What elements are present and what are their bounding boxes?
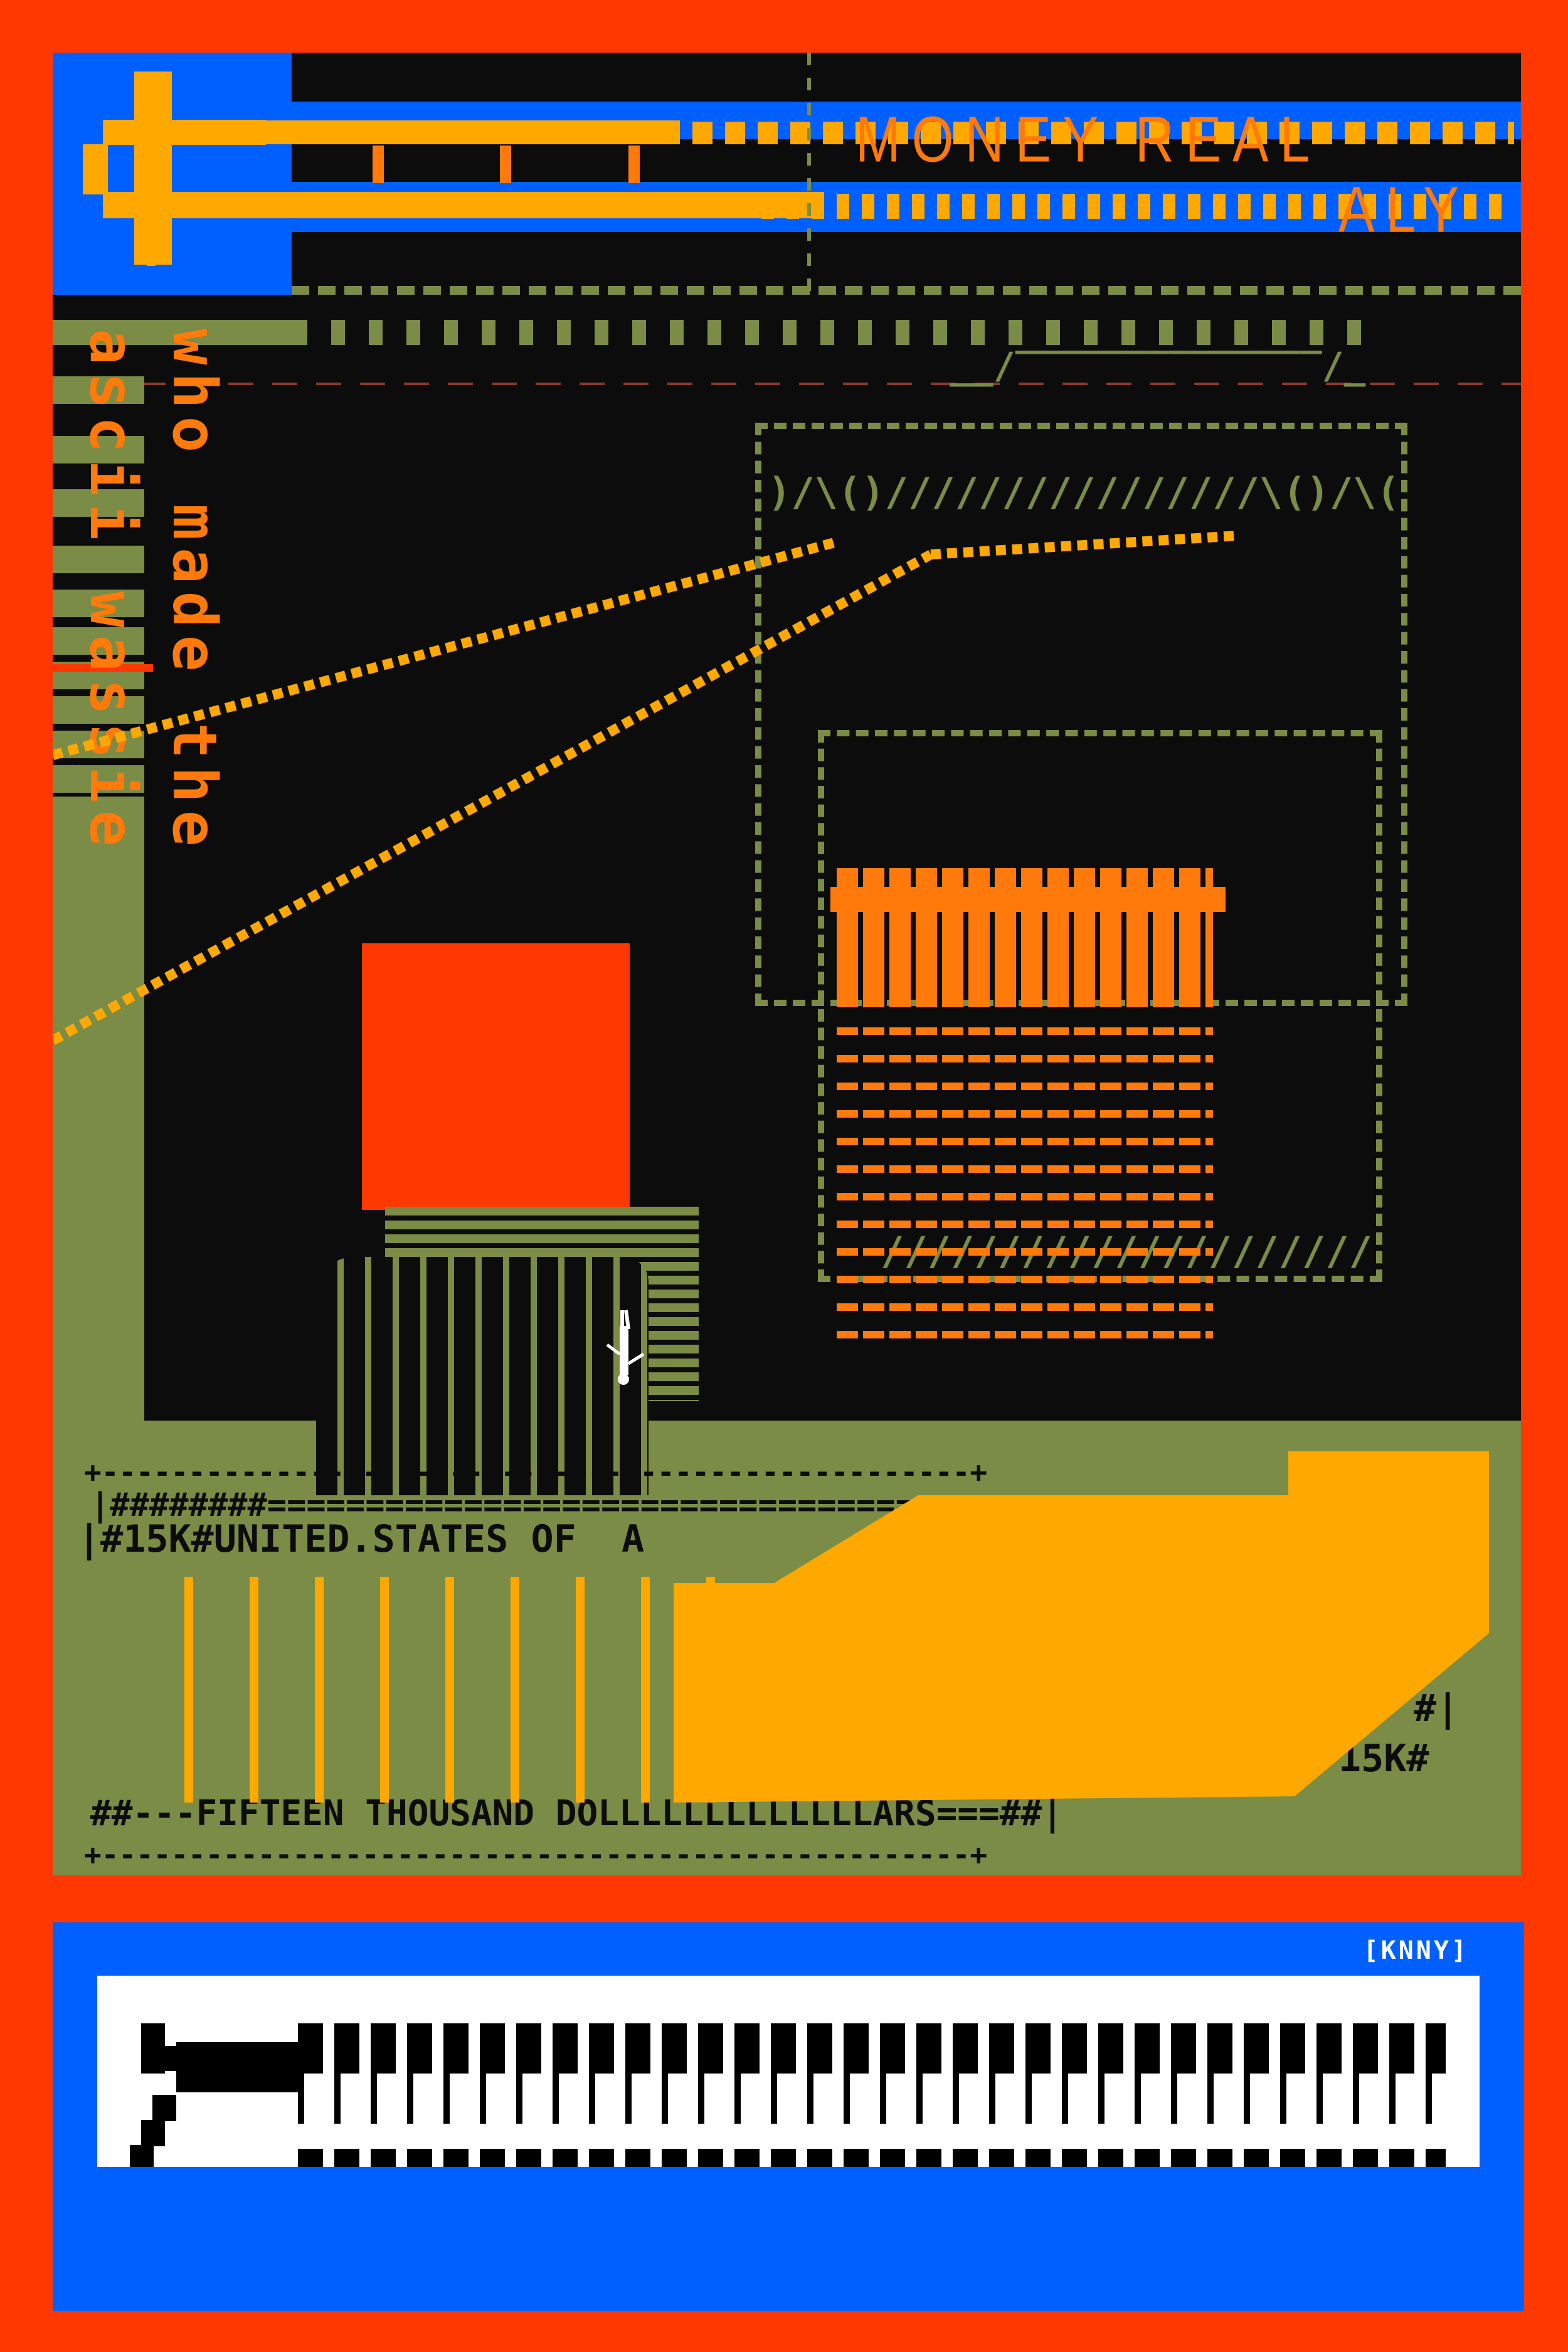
orange-drip xyxy=(373,146,384,183)
barcode-row-bottom xyxy=(298,2149,1446,2167)
signature-label: [KNNY] xyxy=(1363,1936,1469,1965)
dotted-diagonals xyxy=(53,531,1239,1045)
header-text-aly: ALY xyxy=(1338,174,1471,246)
orange-drip xyxy=(628,146,640,183)
vertical-text-who-made-the: who made the xyxy=(159,329,230,854)
olive-strip xyxy=(53,320,294,345)
signature-panel: [KNNY] xyxy=(53,1922,1524,2311)
amber-stripes xyxy=(128,1577,743,1803)
red-marker xyxy=(53,664,153,672)
artwork-panel: MONEY REAL ALY ascii wassie who made the… xyxy=(53,53,1521,1875)
banknote-top-border: +---------------------------------------… xyxy=(84,1455,988,1489)
ascii-pattern-top: )/\()////////////////\()/\( xyxy=(768,469,1400,515)
signature-glyph-box xyxy=(97,1976,1480,2167)
header-dash-row-1 xyxy=(366,122,1514,144)
banknote-title-row: |#15K#UNITED.STATES OF A xyxy=(78,1517,645,1561)
orange-drip xyxy=(500,146,511,183)
banknote-hash-right: #| xyxy=(1414,1687,1459,1730)
vertical-text-ascii-wassie: ascii wassie xyxy=(77,329,147,854)
wave-tunnel xyxy=(316,1257,649,1495)
dashed-guide-vertical xyxy=(807,53,811,304)
orange-dash-rows xyxy=(837,1000,1213,1351)
barcode-row-middle xyxy=(298,2074,1446,2124)
glyph-block xyxy=(141,2023,165,2074)
header-dash-row-2 xyxy=(761,194,1502,219)
cross-glyph-arm-bottom xyxy=(103,192,824,218)
dashed-guide-horizontal xyxy=(292,286,1521,295)
banknote-bottom-border: +---------------------------------------… xyxy=(84,1838,988,1872)
header-text-money-real: MONEY REAL xyxy=(856,103,1322,176)
orange-comb-teeth xyxy=(837,868,1213,1000)
olive-tick-row xyxy=(294,320,1372,345)
cross-glyph-left xyxy=(83,144,108,194)
cross-glyph-stem xyxy=(134,72,172,265)
barcode-row-top xyxy=(298,2023,1446,2074)
falling-figure-icon xyxy=(606,1310,645,1385)
red-square xyxy=(362,943,630,1210)
red-dashed-line xyxy=(53,383,1521,385)
ascii-lid: __/‾‾‾‾‾‾‾‾‾‾‾‾‾‾/_ xyxy=(950,344,1366,387)
amber-shape xyxy=(674,1451,1489,1803)
left-stripe-column xyxy=(53,320,144,1421)
